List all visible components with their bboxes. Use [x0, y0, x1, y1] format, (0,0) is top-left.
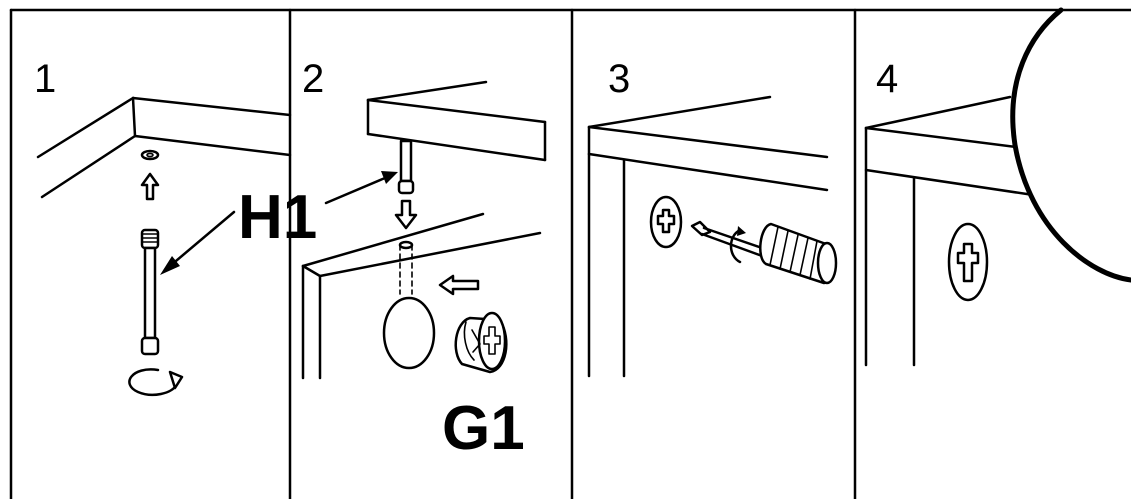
step-2-number: 2	[302, 57, 324, 101]
step-2-panel: 2	[301, 57, 547, 380]
panel-frame	[9, 8, 1131, 499]
pointer-arrow-icon	[160, 210, 236, 275]
screwdriver-icon	[690, 220, 838, 285]
up-arrow-icon	[140, 172, 160, 201]
side-panel-drawing	[301, 212, 542, 380]
step-4-number: 4	[876, 57, 898, 101]
cabinet-corner-drawing	[587, 95, 829, 378]
step-3-panel: 3	[587, 57, 838, 378]
down-arrow-icon	[394, 199, 418, 230]
left-arrow-icon	[438, 274, 480, 296]
dowel-pin-icon	[140, 228, 160, 356]
dowel-hole-icon	[140, 149, 160, 161]
dowel-in-panel-icon	[397, 139, 415, 195]
panel-underside-drawing	[36, 96, 292, 199]
rotate-arrow-icon	[128, 368, 184, 396]
cam-lock-icon	[454, 311, 508, 374]
cam-lock-screw-icon	[649, 195, 683, 249]
cam-lock-screw-icon	[947, 222, 989, 302]
cabinet-corner-drawing	[864, 95, 1042, 367]
step-1-panel: 1	[34, 57, 292, 396]
cam-lock-part-label: G1	[442, 394, 525, 463]
top-panel-drawing	[366, 80, 547, 162]
cam-hole-icon	[382, 296, 436, 370]
dowel-hole-icon	[398, 240, 414, 295]
dowel-part-label: H1	[238, 183, 317, 252]
step-3-number: 3	[608, 57, 630, 101]
detail-magnifier-circle	[1010, 7, 1131, 283]
step-4-panel: 4	[864, 7, 1131, 367]
step-1-number: 1	[34, 57, 56, 101]
pointer-arrow-icon	[324, 171, 398, 205]
